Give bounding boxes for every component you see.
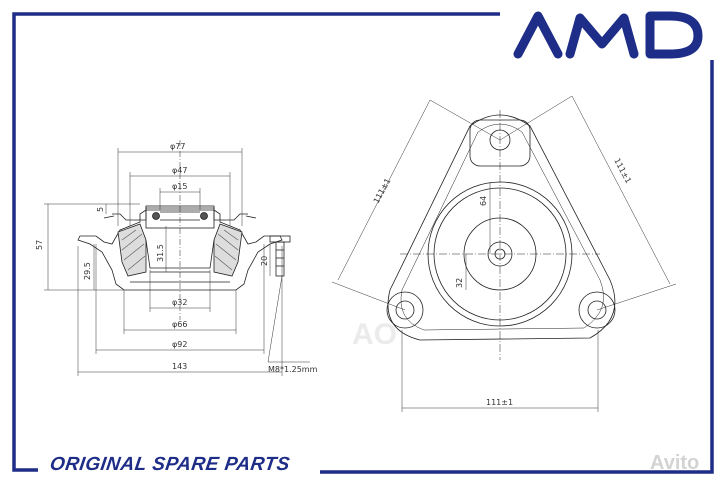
dim-bottom: 111±1: [486, 398, 513, 407]
blue-frame: [12, 12, 714, 474]
dim-5: 5: [96, 207, 105, 212]
side-dim-labels: φ77 φ47 φ15 φ32 φ66 φ92 143 57 29.5 31.5…: [35, 142, 318, 374]
dim-right-side: 111±1: [612, 157, 633, 185]
dim-bolt: M8*1.25mm: [268, 365, 318, 374]
dim-32: 32: [455, 278, 464, 288]
amd-logo-icon: [513, 11, 703, 59]
footer-tagline: ORIGINAL SPARE PARTS: [48, 454, 292, 475]
rubber-right: [213, 223, 243, 277]
dim-20: 20: [260, 256, 269, 266]
dim-left-side: 111±1: [372, 177, 393, 205]
dim-d47: φ47: [172, 166, 187, 175]
brand-logo: [510, 8, 706, 65]
dim-57: 57: [35, 240, 44, 250]
center-watermark: AO: [352, 318, 397, 351]
dim-d92: φ92: [172, 340, 187, 349]
dim-29-5: 29.5: [83, 262, 92, 280]
dim-64: 64: [479, 196, 488, 206]
rubber-left: [117, 223, 147, 277]
dim-d66: φ66: [172, 320, 187, 329]
top-view: [386, 110, 616, 360]
side-view: [77, 140, 291, 320]
side-dimensions: [44, 148, 310, 376]
top-dimensions: [331, 95, 677, 412]
avito-watermark: Avito: [650, 452, 700, 474]
dim-d77: φ77: [170, 142, 185, 151]
dim-d15: φ15: [172, 182, 187, 191]
dim-31-5: 31.5: [156, 244, 165, 262]
top-dim-labels: 111±1 111±1 111±1 64 32: [372, 157, 633, 407]
triangle-plate: [387, 114, 616, 341]
dim-d32: φ32: [172, 298, 187, 307]
bolt: [269, 235, 291, 277]
dim-143: 143: [172, 362, 187, 371]
